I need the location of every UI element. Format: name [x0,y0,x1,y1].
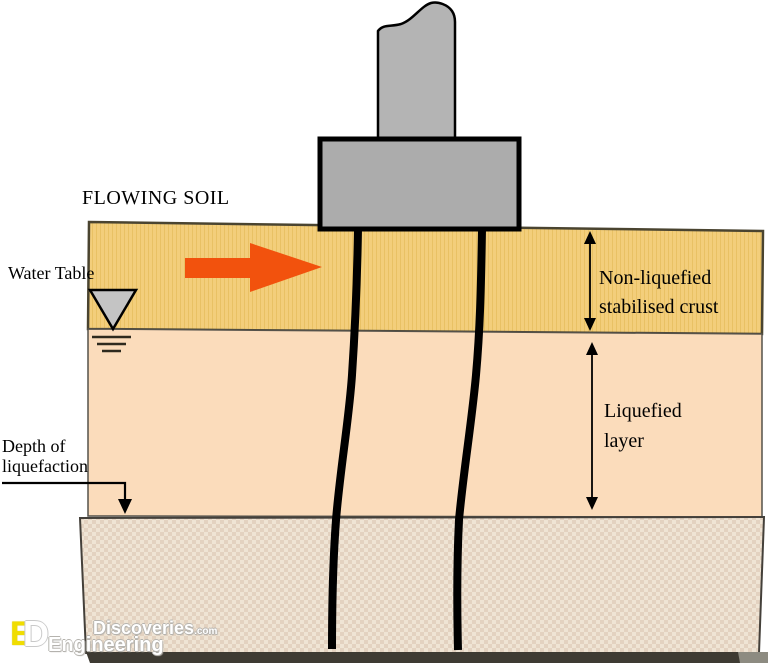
liquefied-label-line2: layer [604,430,644,452]
pile-right [453,228,486,651]
bottom-strip-light [738,652,768,663]
crust-label: Non-liquefied stabilised crust [599,264,718,322]
pile-left [328,228,362,650]
water-table-label: Water Table [8,263,95,283]
liquefied-label-line1: Liquefied [604,400,682,422]
logo-monogram-d-icon: D [23,613,49,654]
column [376,1,457,142]
logo-discoveries-text: Discoveries.com [93,618,217,639]
depth-of-liquefaction-label: Depth of liquefaction [2,436,88,476]
flowing-soil-label: FLOWING SOIL [82,187,230,209]
depth-label-line2: liquefaction [2,456,88,476]
water-table-hatch [92,335,131,353]
logo-engineering-text: Engineering [48,634,164,656]
pile-cap [317,136,522,232]
liquefied-dimension-arrow [586,342,598,510]
depth-label-line1: Depth of [2,436,66,456]
water-table-icon [87,288,139,332]
crust-label-line1: Non-liquefied [599,267,712,289]
bottom-strip [86,652,768,663]
depth-leader-arrow [2,481,132,514]
logo-monogram-e-icon: E [10,615,33,653]
logo-brand-top: Discoveries [93,618,195,638]
flow-arrow-icon [185,243,322,292]
crust-dimension-arrow [584,231,596,331]
logo-brand-suffix: .com [194,626,218,637]
crust-label-line2: stabilised crust [599,296,719,318]
watermark-logo: E D Discoveries.com Engineering [6,612,226,662]
liquefied-label: Liquefied layer [604,396,682,456]
